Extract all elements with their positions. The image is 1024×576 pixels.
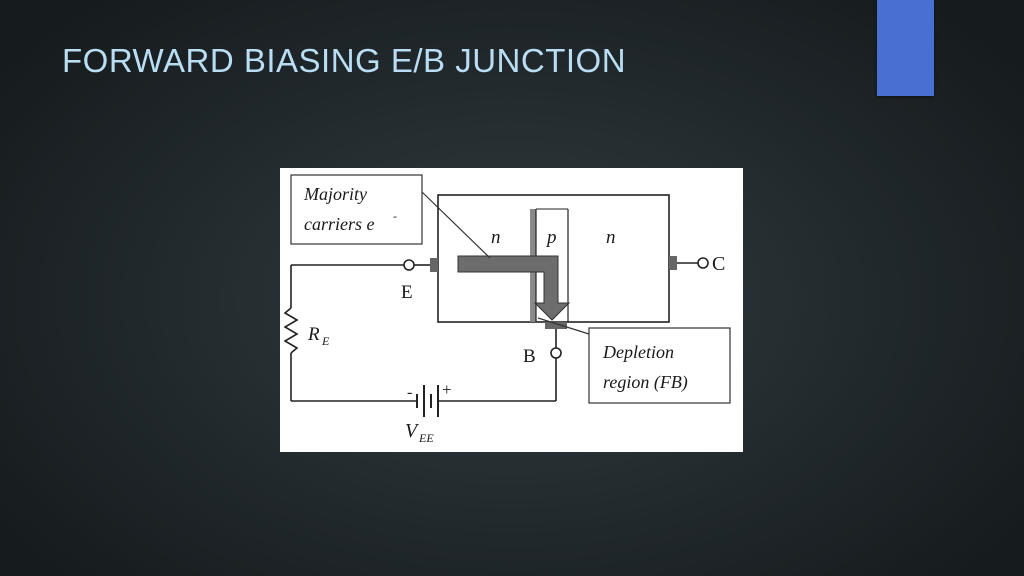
depletion-callout-line2: region (FB) [603,372,688,393]
slide-title: FORWARD BIASING E/B JUNCTION [62,42,627,79]
base-contact [545,322,567,329]
emitter-region-label: n [491,227,501,248]
collector-label: C [712,253,725,275]
depletion-region-callout [588,327,731,404]
accent-block [877,0,934,96]
battery-plus-sign: + [442,380,452,399]
depletion-callout-leader [537,317,590,335]
emitter-contact [430,258,438,272]
battery-minus-sign: - [407,384,412,401]
resistor-symbol [283,307,299,354]
collector-terminal [697,257,709,269]
resistor-subscript: E [321,334,330,348]
depletion-callout-line1: Depletion [602,342,674,362]
majority-carriers-line1: Majority [303,184,367,204]
majority-callout-leader [421,191,491,259]
collector-contact [669,256,677,270]
electron-flow-arrow [457,255,571,321]
transistor-diagram: n p n Majority carriers e - E C B Deplet… [280,168,743,452]
base-label: B [523,346,536,367]
battery-label: V [405,420,420,442]
battery-subscript: EE [418,431,434,445]
majority-carriers-line2: carriers e [304,214,375,234]
emitter-terminal [403,259,415,271]
majority-carriers-superscript: - [393,209,397,223]
majority-carriers-callout [290,174,423,245]
resistor-label: R [307,324,320,345]
diagram-svg: n p n Majority carriers e - E C B Deplet… [283,174,731,445]
emitter-label: E [401,282,413,303]
base-region-label: p [545,227,557,248]
base-terminal [550,347,562,359]
collector-region-label: n [606,227,616,248]
